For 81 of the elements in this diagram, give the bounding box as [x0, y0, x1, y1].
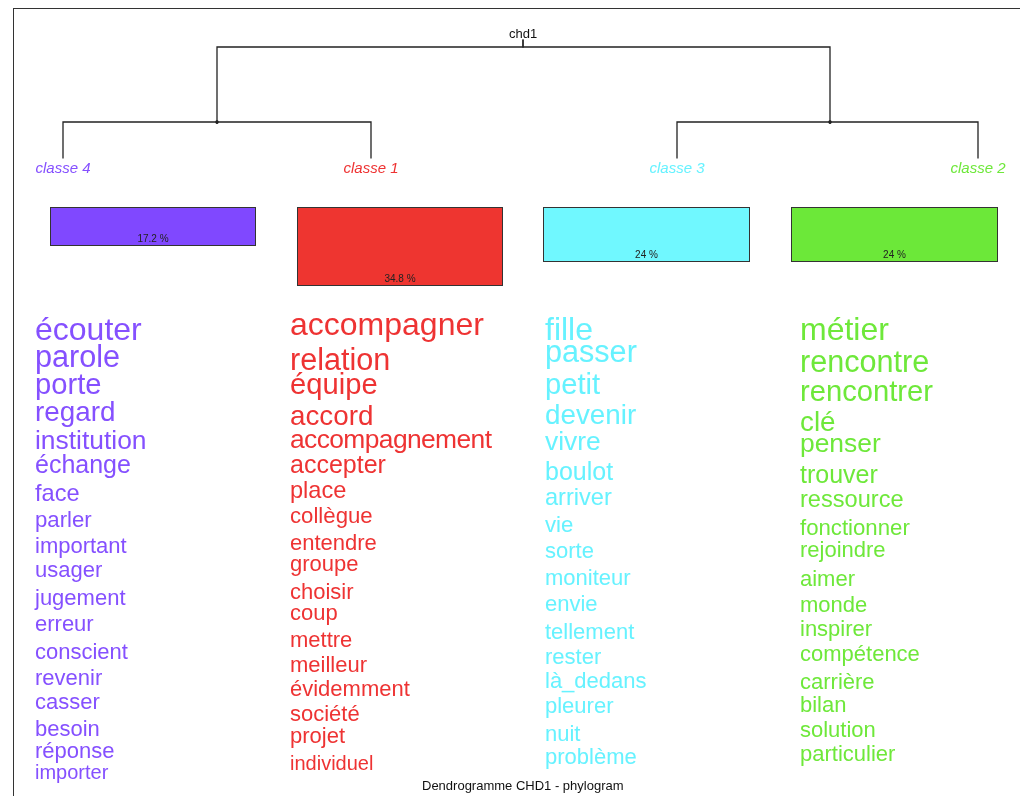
word-label: face: [35, 482, 80, 506]
word-label: là_dedans: [545, 669, 647, 692]
word-label: casser: [35, 690, 100, 713]
class-bar: [543, 207, 750, 262]
root-label: chd1: [509, 26, 538, 40]
word-label: besoin: [35, 717, 100, 740]
word-label: jugement: [35, 586, 126, 609]
percentage-label: 24 %: [635, 250, 658, 260]
word-label: institution: [35, 427, 147, 454]
word-label: carrière: [800, 670, 875, 693]
word-label: petit: [545, 369, 601, 400]
word-label: importer: [35, 762, 109, 782]
class-label: classe 4: [35, 159, 91, 175]
word-label: compétence: [800, 642, 920, 665]
word-label: vivre: [545, 428, 601, 455]
dendrogram-branch: [218, 121, 372, 160]
word-label: rencontrer: [800, 376, 934, 407]
word-label: individuel: [290, 753, 374, 773]
word-label: équipe: [290, 369, 378, 400]
word-label: sorte: [545, 539, 594, 562]
word-label: particulier: [800, 742, 896, 765]
word-label: parole: [35, 341, 121, 372]
dendrogram-branch: [62, 121, 216, 160]
dendrogram-branch: [676, 121, 829, 160]
word-label: ressource: [800, 488, 904, 512]
dendrogram-branch: [522, 38, 831, 121]
word-label: moniteur: [545, 566, 631, 589]
junction-point: [215, 120, 219, 124]
word-label: choisir: [290, 580, 354, 603]
class-bar: [50, 207, 256, 246]
word-label: métier: [800, 313, 889, 346]
dendrogram-branch: [831, 121, 979, 160]
word-label: tellement: [545, 620, 635, 643]
word-label: réponse: [35, 739, 115, 762]
word-label: solution: [800, 718, 876, 741]
word-label: aimer: [800, 567, 855, 590]
word-label: monde: [800, 593, 868, 616]
word-label: devenir: [545, 400, 637, 429]
word-label: société: [290, 702, 360, 725]
percentage-label: 17.2 %: [137, 234, 169, 244]
class-bar: [297, 207, 503, 286]
word-label: évidemment: [290, 677, 410, 700]
word-label: bilan: [800, 693, 847, 716]
word-label: échange: [35, 452, 131, 478]
word-label: rester: [545, 645, 602, 668]
percentage-label: 24 %: [883, 250, 906, 260]
word-label: meilleur: [290, 653, 368, 676]
word-label: projet: [290, 724, 346, 747]
word-label: pleurer: [545, 694, 614, 717]
word-label: rencontre: [800, 346, 930, 377]
class-label: classe 1: [343, 159, 399, 175]
word-label: vie: [545, 513, 574, 536]
word-label: parler: [35, 508, 92, 531]
word-label: fonctionner: [800, 516, 910, 539]
word-label: conscient: [35, 640, 128, 663]
word-label: arriver: [545, 486, 612, 510]
word-label: important: [35, 534, 127, 557]
word-label: erreur: [35, 612, 94, 635]
word-label: revenir: [35, 666, 103, 689]
word-label: inspirer: [800, 617, 873, 640]
percentage-label: 34.8 %: [384, 274, 416, 284]
word-label: place: [290, 479, 347, 503]
word-label: coup: [290, 601, 338, 624]
word-label: entendre: [290, 531, 377, 554]
caption: Dendrogramme CHD1 - phylogram: [422, 779, 624, 792]
word-label: nuit: [545, 722, 581, 745]
word-label: usager: [35, 558, 103, 581]
word-label: trouver: [800, 462, 878, 488]
word-label: accompagner: [290, 308, 484, 341]
word-label: boulot: [545, 459, 614, 485]
word-label: groupe: [290, 552, 359, 575]
junction-point: [828, 120, 832, 124]
class-label: classe 3: [649, 159, 705, 175]
word-label: mettre: [290, 628, 353, 651]
class-label: classe 2: [950, 159, 1006, 175]
word-label: envie: [545, 592, 598, 615]
word-label: accepter: [290, 452, 386, 478]
word-label: problème: [545, 745, 637, 768]
class-bar: [791, 207, 998, 262]
word-label: collègue: [290, 504, 373, 527]
word-label: rejoindre: [800, 538, 886, 561]
